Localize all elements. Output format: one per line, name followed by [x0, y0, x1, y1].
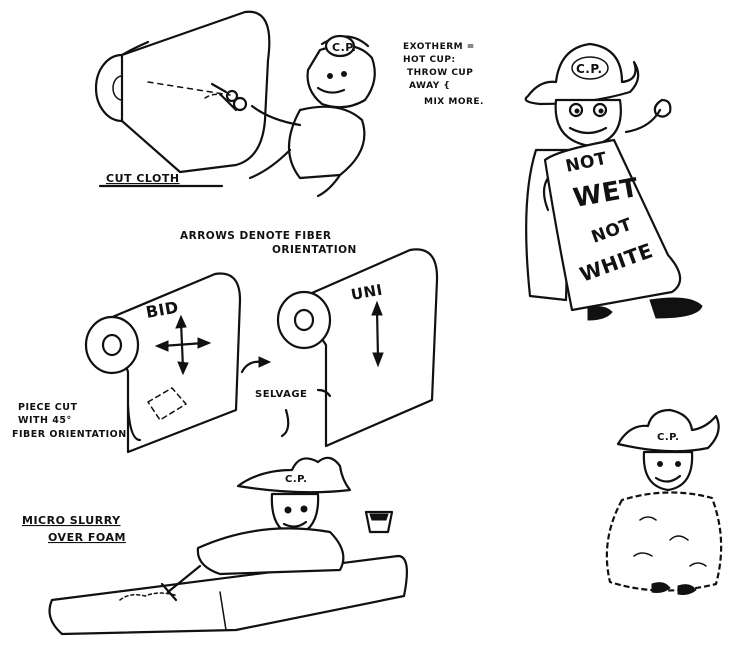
arrows-note-line-2: ORIENTATION [272, 244, 357, 256]
exotherm-line-5: MIX MORE. [424, 97, 484, 107]
uni-cloth-sheet [294, 248, 439, 448]
foam-character-body [605, 491, 723, 592]
bid-fiber-arrows-icon [154, 314, 212, 376]
piece-cut-line-3: FIBER ORIENTATION [12, 429, 127, 440]
bid-roll: BID [84, 272, 242, 454]
cut-cloth-illustration: C.P. CUT CLOTH [94, 10, 376, 198]
slurry-character-hat [236, 456, 352, 494]
uni-roll-end [276, 290, 332, 350]
micro-slurry-illustration: C.P. MICRO SLURRY OVER FOAM [22, 456, 409, 636]
cloth-sheet [120, 10, 271, 174]
bias-cut-piece [147, 387, 187, 421]
bid-cloth-sheet [108, 272, 242, 454]
exotherm-line-3: THROW CUP [407, 68, 473, 78]
micro-slurry-line-2: OVER FOAM [48, 531, 126, 544]
uni-fiber-arrow-icon [371, 300, 384, 368]
micro-slurry-line-1: MICRO SLURRY [22, 514, 121, 527]
scissors-icon [210, 82, 248, 112]
sign-character: C.P. NOT WET NOT WHITE [524, 42, 703, 321]
bid-roll-end [84, 315, 140, 375]
uni-label: UNI [350, 281, 384, 304]
foam-character-face [642, 450, 694, 492]
foam-character-hat [616, 408, 720, 453]
slurry-hat-badge: C.P. [285, 474, 307, 485]
selvage-callout: SELVAGE [240, 356, 332, 438]
arrows-note-line-1: ARROWS DENOTE FIBER [180, 230, 331, 242]
foam-character: C.P. [605, 408, 723, 595]
character-body [288, 105, 366, 180]
slurry-character-body [196, 527, 345, 576]
exotherm-note: EXOTHERM = HOT CUP: THROW CUP AWAY { MIX… [403, 42, 484, 107]
exotherm-line-1: EXOTHERM = [403, 42, 475, 52]
piece-cut-line-2: WITH 45° [18, 415, 72, 426]
selvage-label: SELVAGE [255, 389, 307, 400]
cut-cloth-caption: CUT CLOTH [106, 172, 180, 185]
sign-character-face [554, 98, 622, 148]
arrows-note: ARROWS DENOTE FIBER ORIENTATION [180, 230, 357, 256]
uni-roll: UNI [276, 248, 439, 448]
sign-character-hat [524, 42, 640, 106]
cutting-character: C.P. [248, 34, 376, 198]
exotherm-line-2: HOT CUP: [403, 55, 456, 65]
exotherm-line-4: AWAY { [409, 81, 450, 91]
piece-cut-note: PIECE CUT WITH 45° FIBER ORIENTATION [12, 402, 142, 442]
foam-hat-badge: C.P. [657, 432, 679, 443]
piece-cut-line-1: PIECE CUT [18, 402, 77, 413]
cap-badge-text: C.P. [332, 41, 356, 54]
foam-block [48, 554, 409, 636]
sign-board [543, 138, 682, 312]
sign-hat-badge: C.P. [576, 62, 603, 76]
character-cap [324, 34, 356, 58]
